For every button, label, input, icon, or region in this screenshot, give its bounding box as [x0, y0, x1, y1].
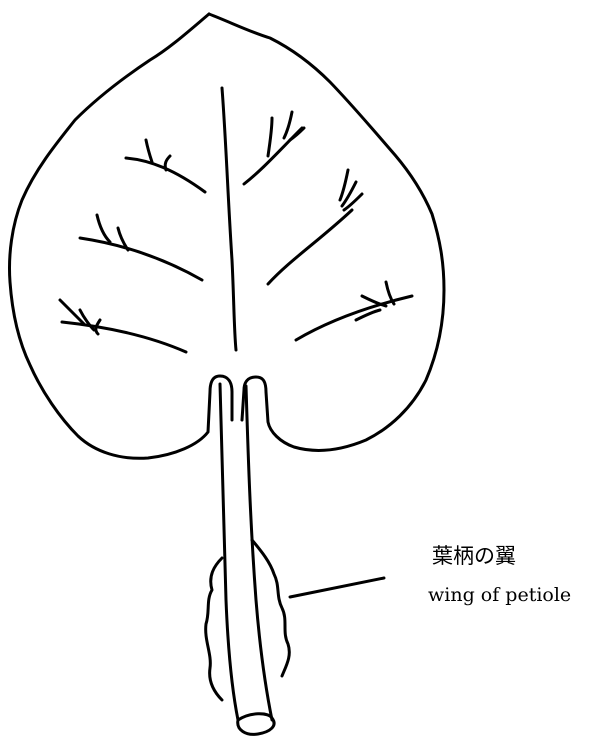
- petiole-wing: [206, 540, 290, 700]
- leaf-midrib: [222, 88, 236, 350]
- wing-label-english: wing of petiole: [428, 584, 571, 606]
- left-vein-2: [80, 238, 202, 280]
- petiole-right-edge: [246, 386, 272, 720]
- wing-label-japanese: 葉柄の翼: [432, 540, 516, 570]
- right-vein-2: [268, 210, 352, 284]
- left-vein-3: [62, 322, 186, 352]
- right-vein-2-branch: [340, 170, 362, 210]
- left-vein-3-branch: [60, 300, 100, 334]
- leader-line: [290, 578, 384, 597]
- right-vein-1-branch: [268, 112, 304, 156]
- petiole-left-edge: [220, 384, 238, 720]
- petiole-cut-end: [238, 714, 274, 735]
